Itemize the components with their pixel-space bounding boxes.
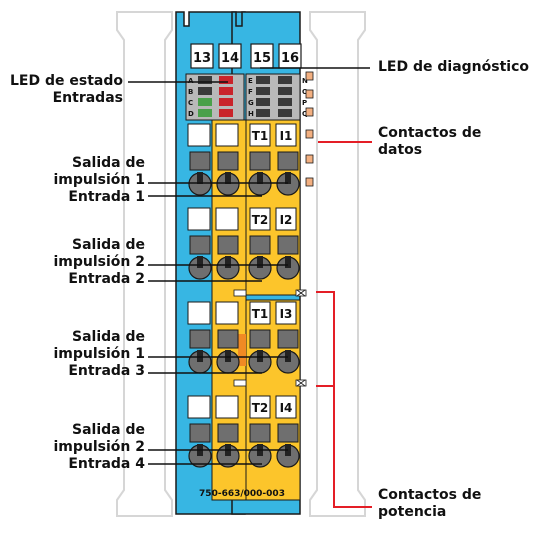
connector-slot xyxy=(277,151,299,171)
led-panel-status: A B C D xyxy=(185,73,245,121)
channel-cell xyxy=(187,301,211,325)
connector-slot xyxy=(217,235,239,255)
label-pulse-output-4: Salida de impulsión 2 Entrada 4 xyxy=(53,422,145,472)
label-led-diagnostic: LED de diagnóstico xyxy=(378,59,529,75)
label-led-status: LED de estado Entradas xyxy=(10,73,123,106)
svg-text:B: B xyxy=(188,88,193,96)
svg-text:H: H xyxy=(248,110,254,118)
terminal-label-16: 16 xyxy=(281,51,299,66)
svg-text:D: D xyxy=(188,110,194,118)
connector-opening xyxy=(285,172,291,184)
channel-label-t2b: T2 xyxy=(252,401,269,415)
connector-opening xyxy=(257,256,263,268)
connector-opening xyxy=(257,350,263,362)
svg-text:F: F xyxy=(248,88,253,96)
channel-cell xyxy=(215,301,239,325)
svg-text:N: N xyxy=(302,77,308,85)
channel-label-i2: I2 xyxy=(280,213,293,227)
led-panel-diagnostic: E F G H N O P Q xyxy=(245,73,308,121)
connector-opening xyxy=(257,172,263,184)
connector-slot xyxy=(189,329,211,349)
connector-slot xyxy=(249,151,271,171)
terminal-label-14: 14 xyxy=(221,51,239,66)
orange-marker xyxy=(238,334,246,366)
connector-opening xyxy=(197,350,203,362)
channel-cell xyxy=(215,123,239,147)
connector-slot xyxy=(249,235,271,255)
connector-opening xyxy=(225,172,231,184)
channel-cell xyxy=(215,207,239,231)
connector-slot xyxy=(249,423,271,443)
label-data-contacts: Contactos de datos xyxy=(378,125,482,158)
channel-cell xyxy=(215,395,239,419)
connector-slot xyxy=(277,423,299,443)
red-brackets xyxy=(316,141,372,508)
connector-slot xyxy=(189,151,211,171)
svg-text:A: A xyxy=(188,77,194,85)
power-contact-markers xyxy=(233,289,307,387)
channel-label-t1: T1 xyxy=(252,129,269,143)
svg-text:O: O xyxy=(302,88,308,96)
connector-slot xyxy=(277,329,299,349)
connector-slot xyxy=(217,329,239,349)
connector-opening xyxy=(197,256,203,268)
connector-opening xyxy=(197,172,203,184)
label-pulse-output-2: Salida de impulsión 2 Entrada 2 xyxy=(53,237,145,287)
leader-lines xyxy=(128,67,370,465)
label-power-contacts: Contactos de potencia xyxy=(378,487,482,520)
channel-label-i3: I3 xyxy=(280,307,293,321)
svg-text:G: G xyxy=(248,99,254,107)
channel-label-i1: I1 xyxy=(280,129,293,143)
connector-slot xyxy=(217,151,239,171)
connector-slot xyxy=(189,235,211,255)
connector-slot xyxy=(217,423,239,443)
connector-opening xyxy=(285,256,291,268)
connector-slot xyxy=(189,423,211,443)
svg-text:P: P xyxy=(302,99,307,107)
connector-slot xyxy=(277,235,299,255)
connector-opening xyxy=(225,350,231,362)
channel-label-t1b: T1 xyxy=(252,307,269,321)
part-number: 750-663/000-003 xyxy=(199,489,285,499)
label-pulse-output-3: Salida de impulsión 1 Entrada 3 xyxy=(53,329,145,379)
label-pulse-output-1: Salida de impulsión 1 Entrada 1 xyxy=(53,155,145,205)
terminal-label-15: 15 xyxy=(253,51,271,66)
terminal-numbers: 13 14 15 16 xyxy=(190,43,302,69)
connector-slot xyxy=(249,329,271,349)
din-rail-outline-right xyxy=(309,11,366,517)
channel-label-t2: T2 xyxy=(252,213,269,227)
channel-cell xyxy=(187,395,211,419)
svg-text:C: C xyxy=(188,99,193,107)
data-contacts xyxy=(305,71,314,187)
connector-opening xyxy=(285,350,291,362)
channel-cell xyxy=(187,123,211,147)
channel-cell xyxy=(187,207,211,231)
svg-text:Q: Q xyxy=(302,110,308,118)
channel-label-i4: I4 xyxy=(280,401,293,415)
channel-labels: T1 I1 T2 I2 T1 I3 T2 I4 xyxy=(249,123,297,419)
terminal-label-13: 13 xyxy=(193,51,211,66)
svg-text:E: E xyxy=(248,77,253,85)
connector-opening xyxy=(225,256,231,268)
din-rail-outline xyxy=(116,11,173,517)
